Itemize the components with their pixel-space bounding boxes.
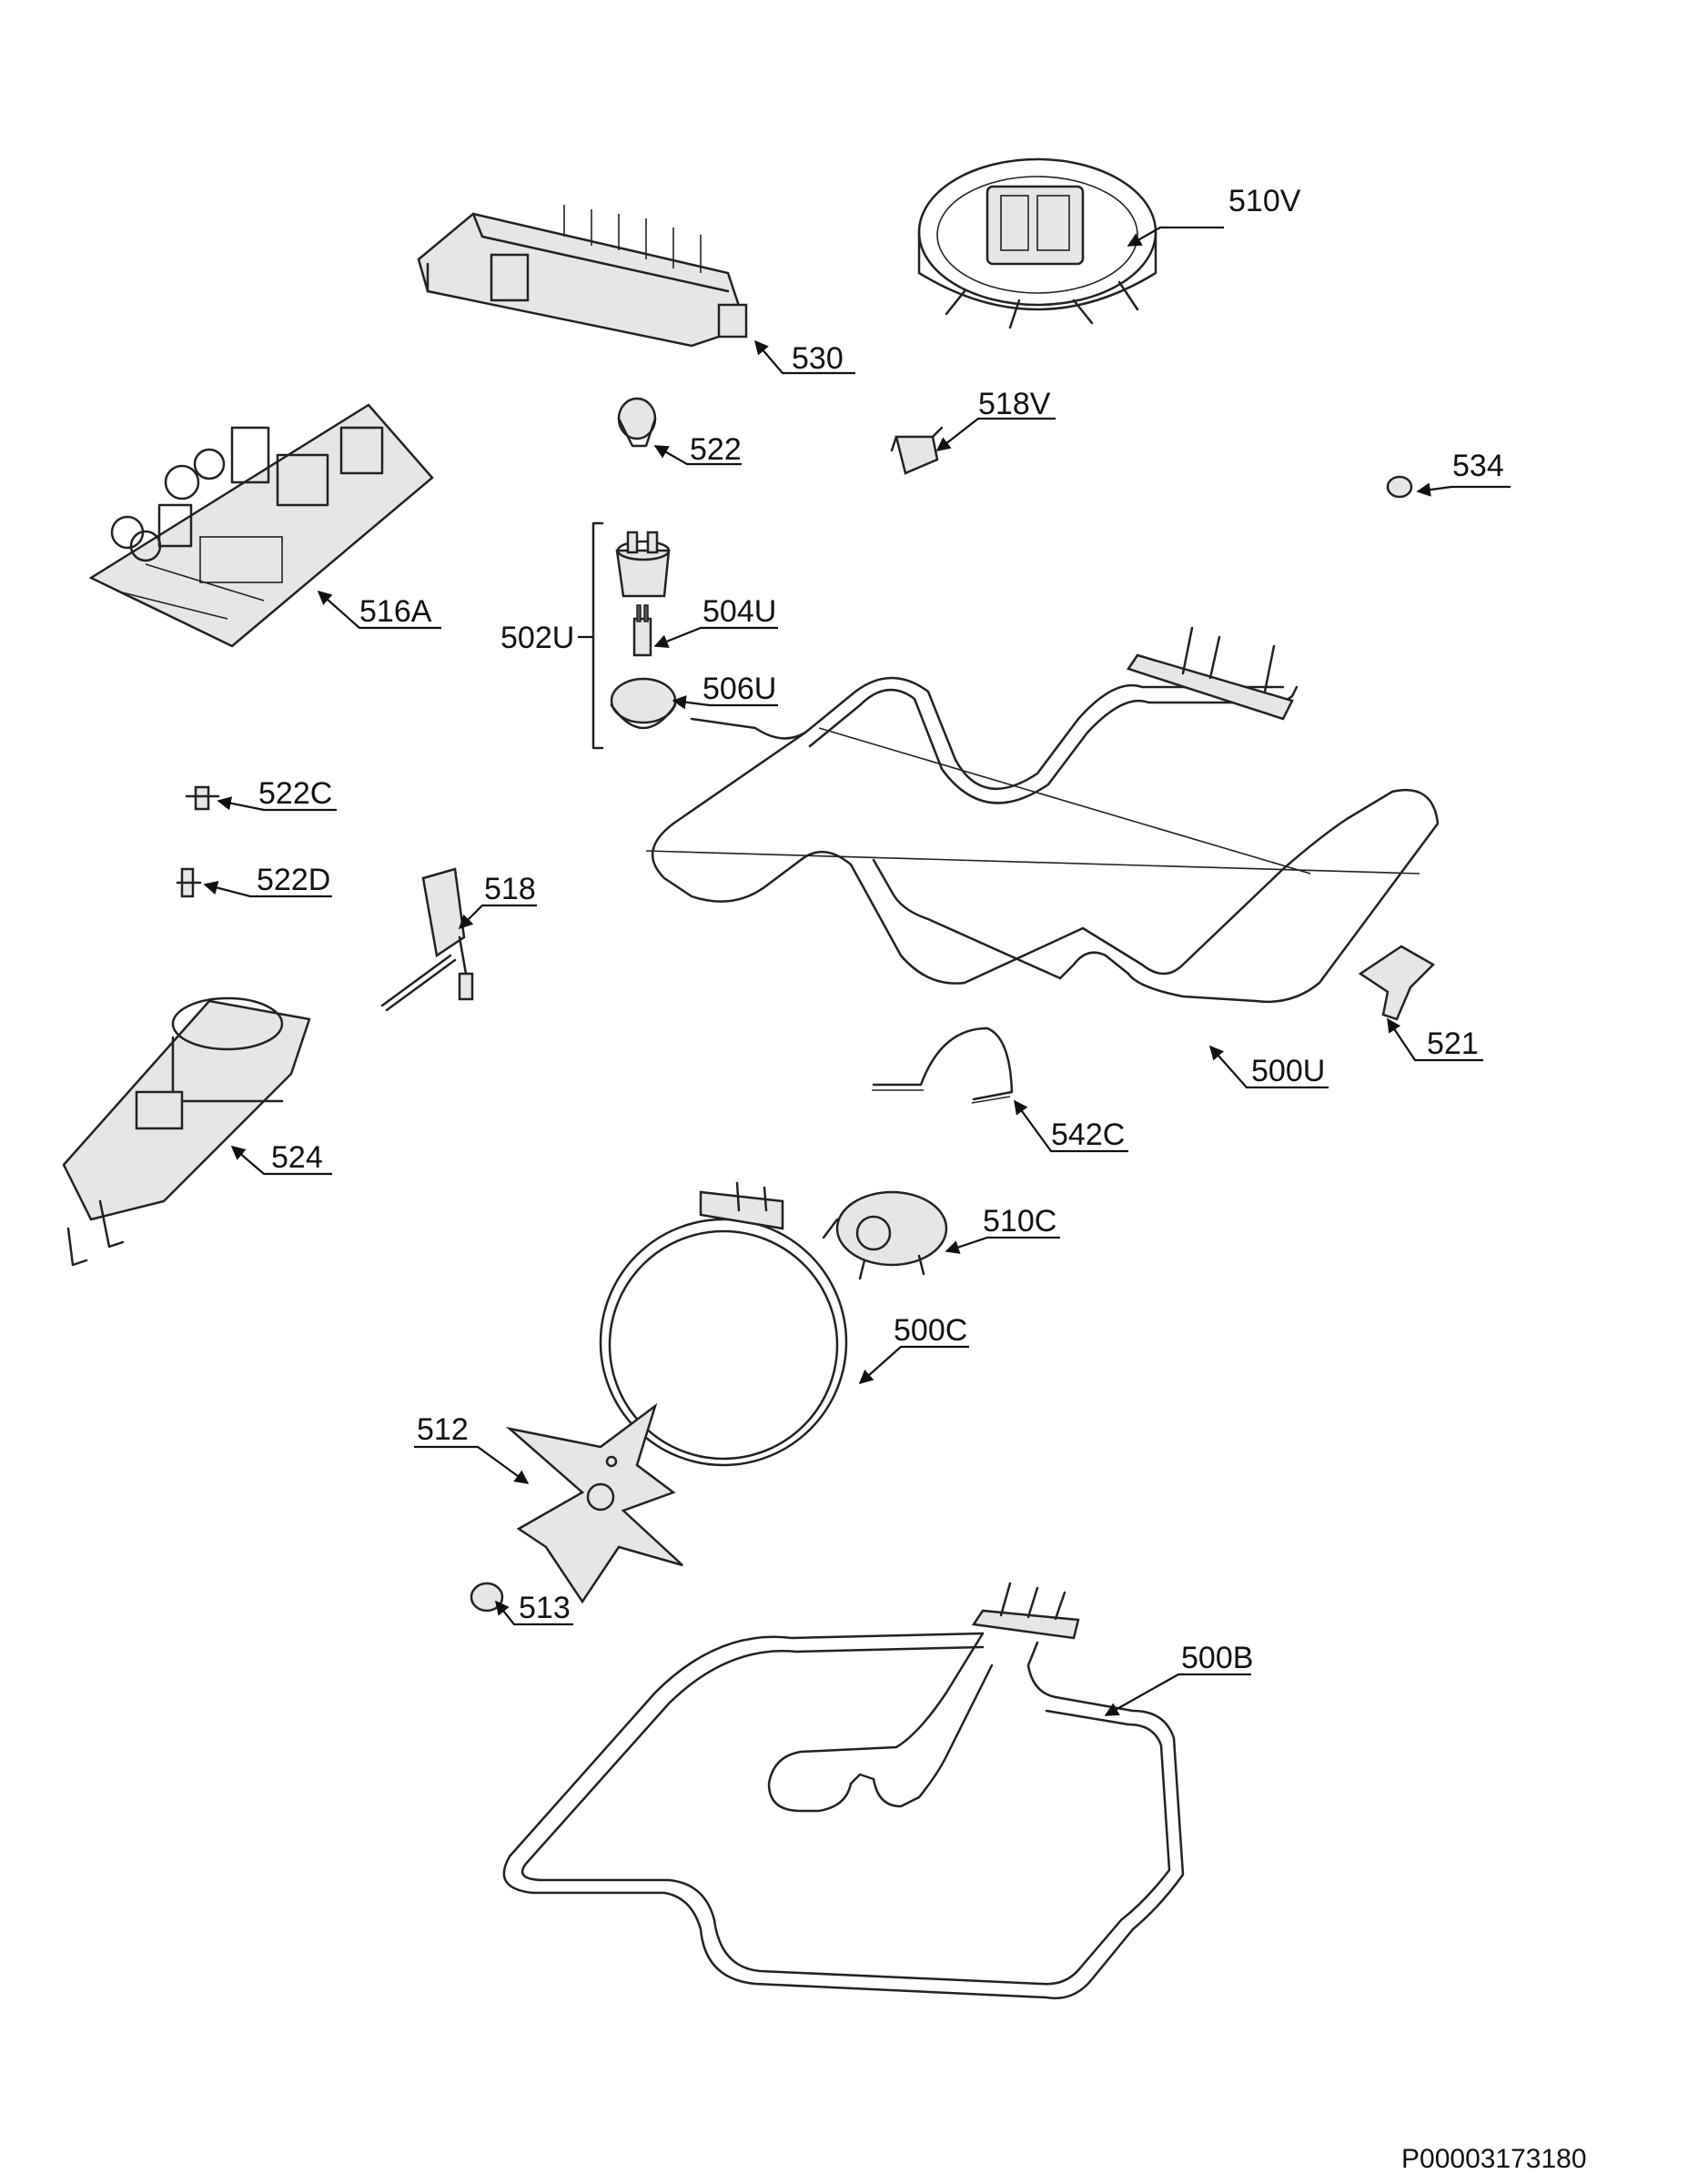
part-518-probe <box>380 867 474 1012</box>
label-510C: 510C <box>983 1204 1056 1239</box>
label-500U: 500U <box>1251 1054 1325 1088</box>
label-516A: 516A <box>359 594 432 629</box>
part-522-clip <box>617 397 657 448</box>
label-534: 534 <box>1452 449 1504 483</box>
label-521: 521 <box>1427 1026 1479 1061</box>
label-530: 530 <box>792 341 844 376</box>
part-500U-upper-element <box>645 626 1440 1003</box>
part-530-terminal-block <box>417 205 748 348</box>
part-534-cap <box>1386 475 1413 499</box>
part-522C-connector <box>185 785 220 811</box>
label-518: 518 <box>484 872 536 906</box>
label-522D: 522D <box>257 863 330 897</box>
label-513: 513 <box>519 1591 571 1625</box>
label-510V: 510V <box>1228 184 1301 218</box>
part-510V-fan-motor <box>917 157 1157 329</box>
part-542C-wire-clip <box>872 1026 1014 1104</box>
document-id: P00003173180 <box>1401 2144 1587 2174</box>
part-512-fan-blade <box>505 1402 683 1604</box>
part-524-door-lock <box>62 996 311 1267</box>
label-522C: 522C <box>258 776 332 811</box>
label-542C: 542C <box>1051 1117 1125 1152</box>
label-524: 524 <box>271 1140 323 1175</box>
part-502U-lamp-assembly <box>591 521 677 750</box>
part-522D-connector <box>176 867 202 898</box>
part-500B-bottom-element <box>502 1582 1185 2000</box>
part-521-clip <box>1358 945 1436 1021</box>
part-516A-pcb <box>88 403 434 648</box>
label-518V: 518V <box>978 387 1051 421</box>
label-500C: 500C <box>894 1313 967 1348</box>
part-513-nut <box>470 1582 504 1613</box>
label-506U: 506U <box>702 672 776 706</box>
label-500B: 500B <box>1181 1641 1253 1675</box>
part-510C-fan-motor <box>822 1190 948 1280</box>
label-512: 512 <box>417 1412 469 1447</box>
label-502U: 502U <box>500 621 574 655</box>
part-labels: 510V 530 522 518V 534 516A 502U 504U 506… <box>257 184 1504 1675</box>
part-518V-bracket <box>890 426 944 475</box>
label-504U: 504U <box>702 594 776 629</box>
label-522: 522 <box>690 432 742 467</box>
leader-lines <box>203 226 1511 1716</box>
part-500C-circular-element <box>599 1181 848 1467</box>
